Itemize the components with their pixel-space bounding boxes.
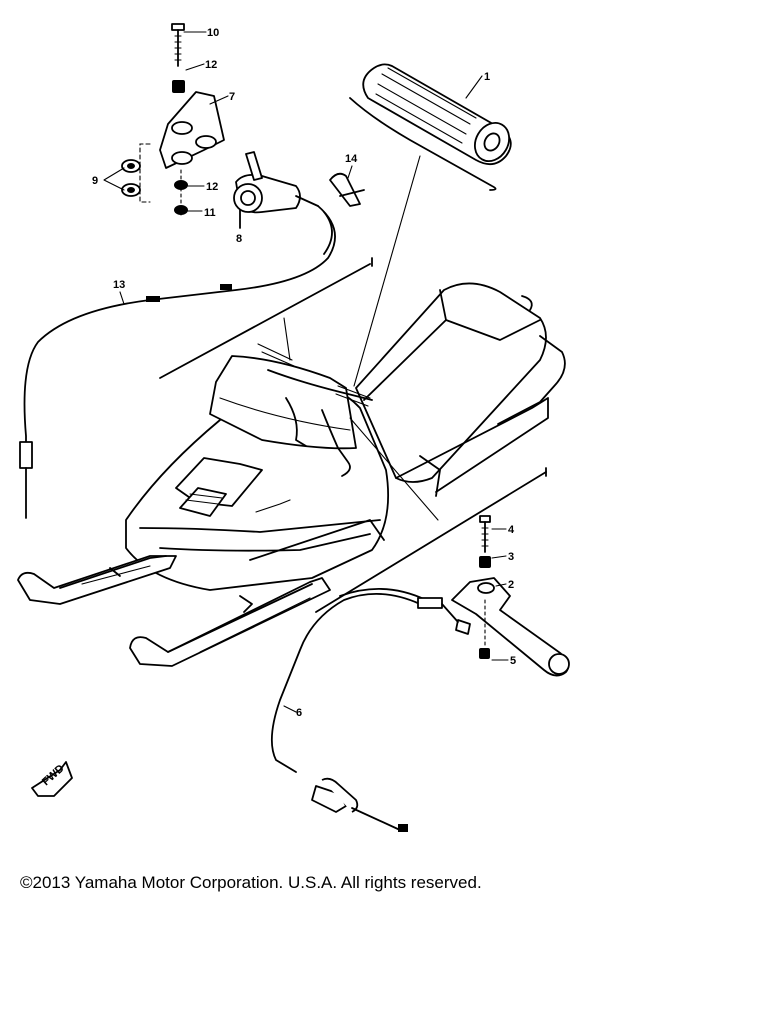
parts-diagram: FWD 10 12 7 9 12 11 8 1 14 13 4 3 2 5 6 bbox=[17, 23, 570, 832]
callout-3: 3 bbox=[508, 551, 514, 563]
handlebar-grip bbox=[349, 63, 512, 191]
skis bbox=[17, 555, 331, 667]
throttle-bracket-assembly bbox=[121, 23, 319, 229]
callout-4: 4 bbox=[508, 524, 515, 536]
callout-5: 5 bbox=[510, 655, 516, 667]
callout-9: 9 bbox=[92, 175, 98, 187]
callout-1: 1 bbox=[484, 71, 490, 83]
callout-12-lower: 12 bbox=[206, 181, 218, 193]
copyright-notice: ©2013 Yamaha Motor Corporation. U.S.A. A… bbox=[20, 873, 482, 892]
callout-13: 13 bbox=[113, 279, 125, 291]
callout-7: 7 bbox=[229, 91, 235, 103]
brake-cable bbox=[270, 588, 471, 832]
forward-arrow-icon: FWD bbox=[31, 761, 73, 797]
leader-lines bbox=[283, 155, 439, 521]
section-dividers bbox=[159, 257, 547, 613]
callout-2: 2 bbox=[508, 579, 514, 591]
callout-12-top: 12 bbox=[205, 59, 217, 71]
callout-8: 8 bbox=[236, 233, 242, 245]
callout-10: 10 bbox=[207, 27, 219, 39]
throttle-cable bbox=[19, 205, 336, 519]
callout-6: 6 bbox=[296, 707, 302, 719]
callouts: 10 12 7 9 12 11 8 1 14 13 4 3 2 5 6 bbox=[92, 27, 516, 719]
snowmobile-body bbox=[125, 282, 566, 591]
brake-lever-assembly bbox=[451, 515, 570, 677]
callout-11: 11 bbox=[204, 207, 216, 219]
callout-14: 14 bbox=[345, 153, 358, 165]
cable-clip bbox=[329, 172, 365, 207]
